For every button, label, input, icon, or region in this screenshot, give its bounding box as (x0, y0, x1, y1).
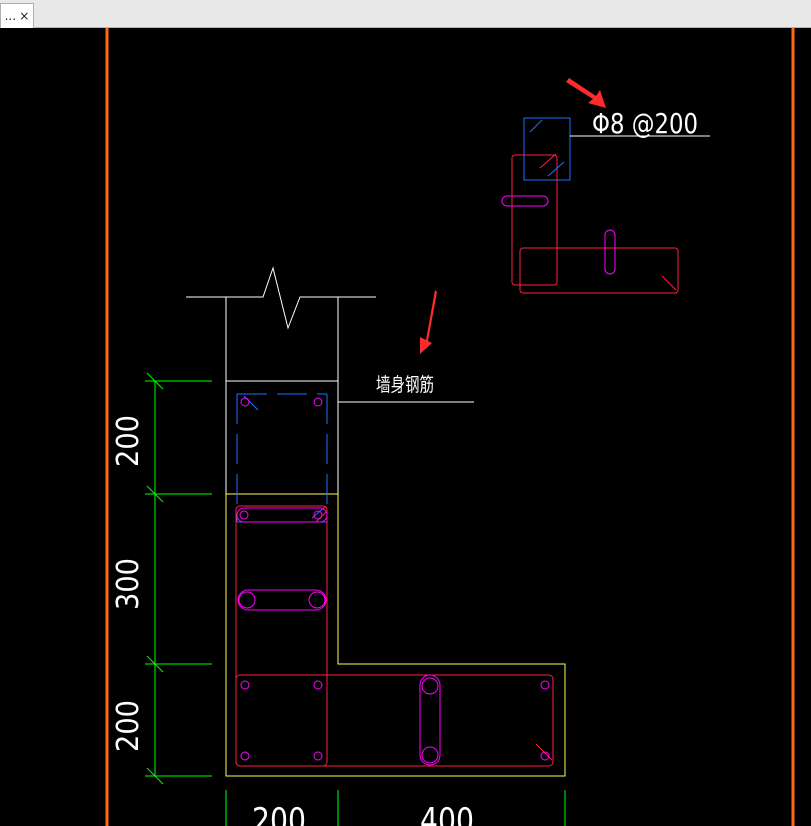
horizontal-dimension-chain (225, 790, 566, 826)
wall-rebar-label: 墙身钢筋 (376, 374, 434, 396)
drawing-tab[interactable]: ... × (0, 3, 34, 28)
dimension-vertical-middle: 300 (111, 558, 146, 610)
cad-drawing-canvas[interactable]: Φ8 @200 墙身钢筋 (0, 28, 811, 826)
dimension-vertical-bottom: 200 (111, 700, 146, 752)
wall-rebar-dashed (236, 393, 328, 523)
tie-bars (236, 507, 441, 766)
dimension-vertical-top: 200 (111, 415, 146, 467)
arrow-pointer-wall (420, 290, 437, 354)
dimension-horizontal-right: 400 (420, 801, 474, 826)
tab-menu-dots[interactable]: ... (4, 9, 17, 23)
wall-break-outline (186, 266, 474, 494)
longitudinal-bars (239, 397, 550, 761)
tab-bar: ... × (0, 0, 811, 28)
column-stirrups (235, 505, 554, 767)
stirrup-spec-label: Φ8 @200 (592, 107, 698, 140)
dimension-horizontal-left: 200 (252, 801, 306, 826)
stirrup-detail (501, 117, 710, 294)
l-section-outline (225, 493, 566, 777)
vertical-dimension-chain (145, 372, 212, 785)
arrow-pointer-stirrup (566, 78, 606, 108)
close-icon[interactable]: × (19, 9, 30, 23)
